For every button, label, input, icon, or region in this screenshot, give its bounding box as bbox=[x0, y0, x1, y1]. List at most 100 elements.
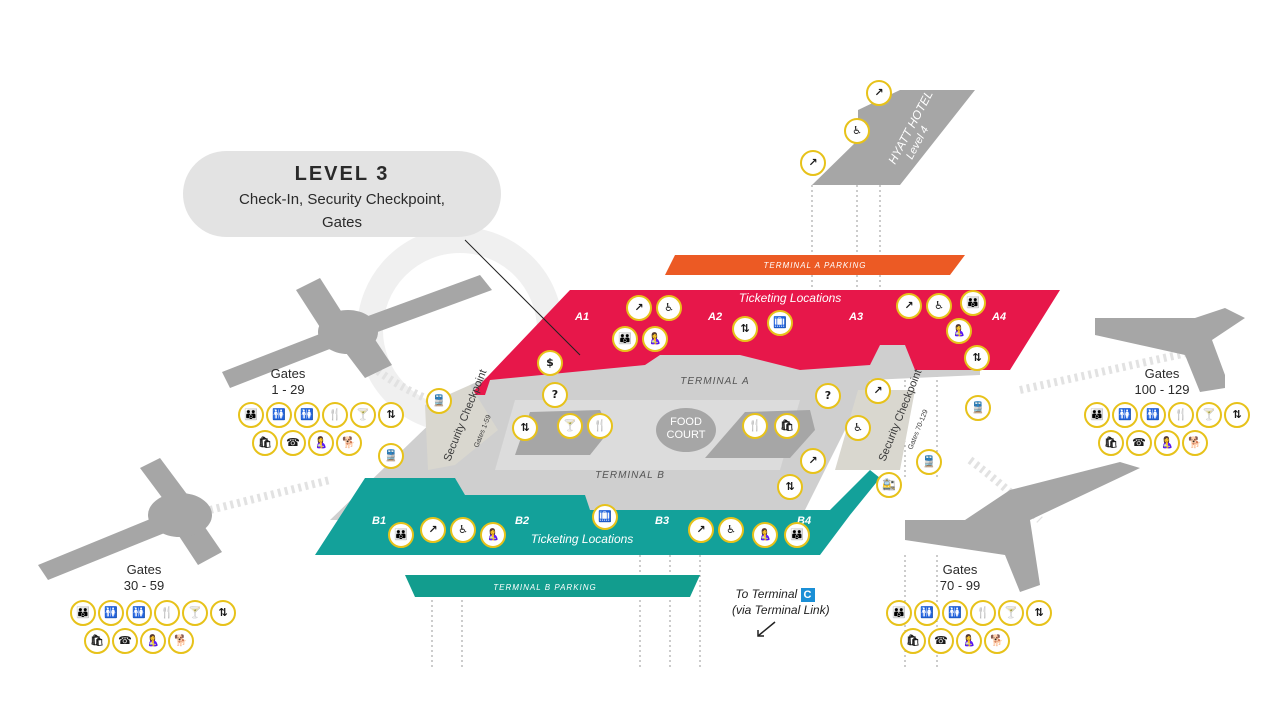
concourse-gates-100-129 bbox=[1095, 308, 1245, 392]
ticket-counter-icon[interactable]: 🛄 bbox=[592, 504, 618, 530]
escalator-icon[interactable]: ↗ bbox=[865, 378, 891, 404]
dining-icon[interactable]: 🍴 bbox=[322, 402, 348, 428]
family-restroom-icon[interactable]: 👪 bbox=[70, 600, 96, 626]
gates-range: 100 - 129 bbox=[1134, 382, 1190, 397]
concourse-gates-70-99 bbox=[905, 462, 1140, 592]
accessible-elevator-icon[interactable]: ♿ bbox=[845, 415, 871, 441]
shops-icon[interactable]: 🛍 bbox=[1098, 430, 1124, 456]
accessible-elevator-icon[interactable]: ♿ bbox=[718, 517, 744, 543]
elevator-icon[interactable]: ⇅ bbox=[210, 600, 236, 626]
accessible-elevator-icon[interactable]: ♿ bbox=[656, 295, 682, 321]
terminal-a-floor-label: TERMINAL A bbox=[680, 376, 749, 387]
elevator-icon[interactable]: ⇅ bbox=[512, 415, 538, 441]
terminal-b-floor-label: TERMINAL B bbox=[595, 470, 665, 481]
nursing-room-icon[interactable]: 🤱 bbox=[752, 522, 778, 548]
elevator-icon[interactable]: ⇅ bbox=[964, 345, 990, 371]
dining-icon[interactable]: 🍴 bbox=[587, 413, 613, 439]
bar-icon[interactable]: 🍸 bbox=[998, 600, 1024, 626]
nursing-room-icon[interactable]: 🤱 bbox=[1154, 430, 1180, 456]
pet-relief-icon[interactable]: 🐕 bbox=[336, 430, 362, 456]
information-icon[interactable]: ? bbox=[542, 382, 568, 408]
restroom-icon[interactable]: 🚻 bbox=[1140, 402, 1166, 428]
accessible-elevator-icon[interactable]: ♿ bbox=[844, 118, 870, 144]
restroom-icon[interactable]: 🚻 bbox=[294, 402, 320, 428]
terminal-a-parking: TERMINAL A PARKING bbox=[665, 255, 965, 275]
shops-icon[interactable]: 🛍 bbox=[84, 628, 110, 654]
restroom-icon[interactable]: 🚻 bbox=[98, 600, 124, 626]
family-restroom-icon[interactable]: 👪 bbox=[612, 326, 638, 352]
family-restroom-icon[interactable]: 👪 bbox=[388, 522, 414, 548]
nursing-room-icon[interactable]: 🤱 bbox=[946, 318, 972, 344]
restroom-icon[interactable]: 🚻 bbox=[914, 600, 940, 626]
gates-range: 70 - 99 bbox=[939, 578, 981, 593]
escalator-icon[interactable]: ↗ bbox=[896, 293, 922, 319]
family-restroom-icon[interactable]: 👪 bbox=[784, 522, 810, 548]
restroom-icon[interactable]: 🚻 bbox=[126, 600, 152, 626]
elevator-icon[interactable]: ⇅ bbox=[378, 402, 404, 428]
gates-100-129-label: Gates 100 - 129 bbox=[1102, 366, 1222, 398]
train-icon[interactable]: 🚆 bbox=[965, 395, 991, 421]
concourse-gates-1-29 bbox=[222, 275, 492, 388]
nursing-room-icon[interactable]: 🤱 bbox=[308, 430, 334, 456]
amenities-gates-1-29-row2: 🛍 ☎ 🤱 🐕 bbox=[252, 430, 392, 456]
terminal-link-note: To Terminal C (via Terminal Link) bbox=[732, 586, 830, 618]
information-icon[interactable]: ? bbox=[815, 383, 841, 409]
phone-icon[interactable]: ☎ bbox=[928, 628, 954, 654]
family-restroom-icon[interactable]: 👪 bbox=[1084, 402, 1110, 428]
phone-icon[interactable]: ☎ bbox=[112, 628, 138, 654]
escalator-icon[interactable]: ↗ bbox=[420, 517, 446, 543]
accessible-elevator-icon[interactable]: ♿ bbox=[926, 293, 952, 319]
pet-relief-icon[interactable]: 🐕 bbox=[1182, 430, 1208, 456]
amenities-gates-30-59-row2: 🛍 ☎ 🤱 🐕 bbox=[84, 628, 224, 654]
family-restroom-icon[interactable]: 👪 bbox=[886, 600, 912, 626]
nursing-room-icon[interactable]: 🤱 bbox=[140, 628, 166, 654]
train-icon[interactable]: 🚆 bbox=[378, 443, 404, 469]
escalator-icon[interactable]: ↗ bbox=[866, 80, 892, 106]
terminal-link-line1: To Terminal C bbox=[732, 586, 830, 602]
train-icon[interactable]: 🚆 bbox=[426, 388, 452, 414]
accessible-elevator-icon[interactable]: ♿ bbox=[450, 517, 476, 543]
nursing-room-icon[interactable]: 🤱 bbox=[956, 628, 982, 654]
family-restroom-icon[interactable]: 👪 bbox=[960, 290, 986, 316]
restroom-icon[interactable]: 🚻 bbox=[1112, 402, 1138, 428]
bar-icon[interactable]: 🍸 bbox=[182, 600, 208, 626]
zone-a4: A4 bbox=[991, 311, 1006, 323]
escalator-icon[interactable]: ↗ bbox=[626, 295, 652, 321]
elevator-icon[interactable]: ⇅ bbox=[777, 474, 803, 500]
dining-icon[interactable]: 🍴 bbox=[154, 600, 180, 626]
nursing-room-icon[interactable]: 🤱 bbox=[642, 326, 668, 352]
elevator-icon[interactable]: ⇅ bbox=[1026, 600, 1052, 626]
dining-icon[interactable]: 🍴 bbox=[970, 600, 996, 626]
escalator-icon[interactable]: ↗ bbox=[800, 150, 826, 176]
shops-icon[interactable]: 🛍 bbox=[774, 413, 800, 439]
ticket-counter-icon[interactable]: 🛄 bbox=[767, 310, 793, 336]
escalator-icon[interactable]: ↗ bbox=[800, 448, 826, 474]
family-restroom-icon[interactable]: 👪 bbox=[238, 402, 264, 428]
bar-icon[interactable]: 🍸 bbox=[557, 413, 583, 439]
atm-icon[interactable]: $ bbox=[537, 350, 563, 376]
pet-relief-icon[interactable]: 🐕 bbox=[984, 628, 1010, 654]
amenities-gates-100-129-row2: 🛍 ☎ 🤱 🐕 bbox=[1098, 430, 1238, 456]
phone-icon[interactable]: ☎ bbox=[1126, 430, 1152, 456]
shops-icon[interactable]: 🛍 bbox=[252, 430, 278, 456]
bar-icon[interactable]: 🍸 bbox=[350, 402, 376, 428]
train-icon[interactable]: 🚆 bbox=[916, 449, 942, 475]
gates-word: Gates bbox=[942, 562, 978, 577]
phone-icon[interactable]: ☎ bbox=[280, 430, 306, 456]
restroom-icon[interactable]: 🚻 bbox=[942, 600, 968, 626]
escalator-icon[interactable]: ↗ bbox=[688, 517, 714, 543]
shops-icon[interactable]: 🛍 bbox=[900, 628, 926, 654]
restroom-icon[interactable]: 🚻 bbox=[266, 402, 292, 428]
elevator-icon[interactable]: ⇅ bbox=[732, 316, 758, 342]
gates-word: Gates bbox=[126, 562, 162, 577]
terminal-link-line2: (via Terminal Link) bbox=[732, 603, 830, 617]
pet-relief-icon[interactable]: 🐕 bbox=[168, 628, 194, 654]
food-court-label-2: COURT bbox=[667, 429, 706, 441]
bar-icon[interactable]: 🍸 bbox=[1196, 402, 1222, 428]
dining-icon[interactable]: 🍴 bbox=[742, 413, 768, 439]
dining-icon[interactable]: 🍴 bbox=[1168, 402, 1194, 428]
nursing-room-icon[interactable]: 🤱 bbox=[480, 522, 506, 548]
tram-station-icon[interactable]: 🚉 bbox=[876, 472, 902, 498]
hyatt-hotel-block: HYATT HOTEL Level 4 bbox=[812, 88, 975, 185]
elevator-icon[interactable]: ⇅ bbox=[1224, 402, 1250, 428]
